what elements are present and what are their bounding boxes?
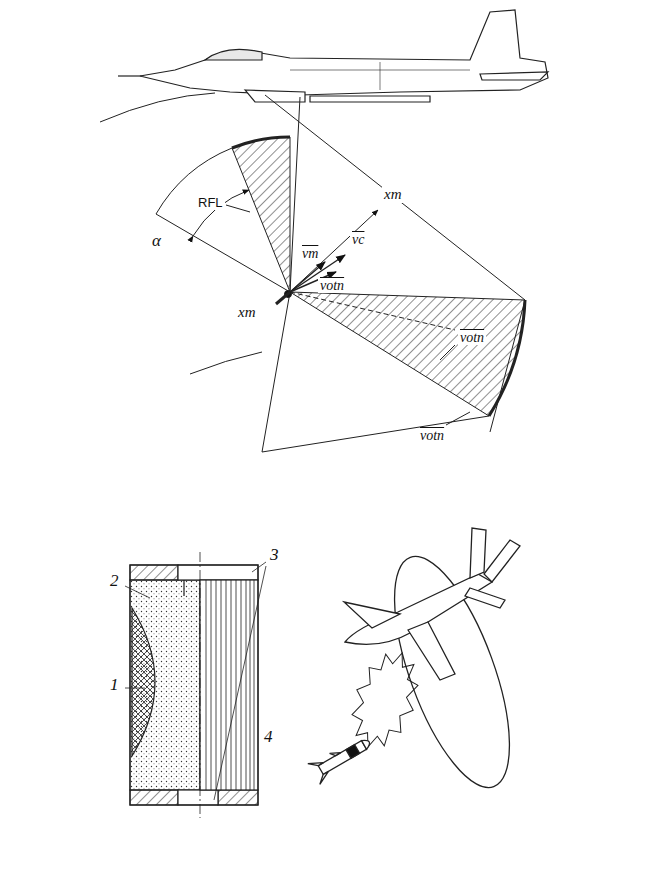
angle-label: α: [150, 232, 163, 251]
axis-label: xm: [382, 186, 404, 203]
intercept-scene: [308, 528, 533, 801]
callout-number: 2: [108, 572, 121, 591]
vector-label: votn: [458, 330, 486, 345]
vector-label: votn: [318, 278, 346, 293]
vector-label: votn: [418, 428, 446, 443]
fragment-cone: [100, 93, 525, 452]
warhead-section: [125, 552, 266, 818]
callout-number: 3: [268, 546, 281, 565]
callout-number: 1: [108, 676, 121, 695]
part-label: RFL: [196, 196, 225, 210]
callout-number: 4: [262, 728, 275, 747]
aircraft-side: [118, 10, 548, 102]
vector-label: vc: [350, 232, 366, 247]
vector-label: vm: [300, 246, 320, 261]
axis-label: xm: [236, 304, 258, 321]
